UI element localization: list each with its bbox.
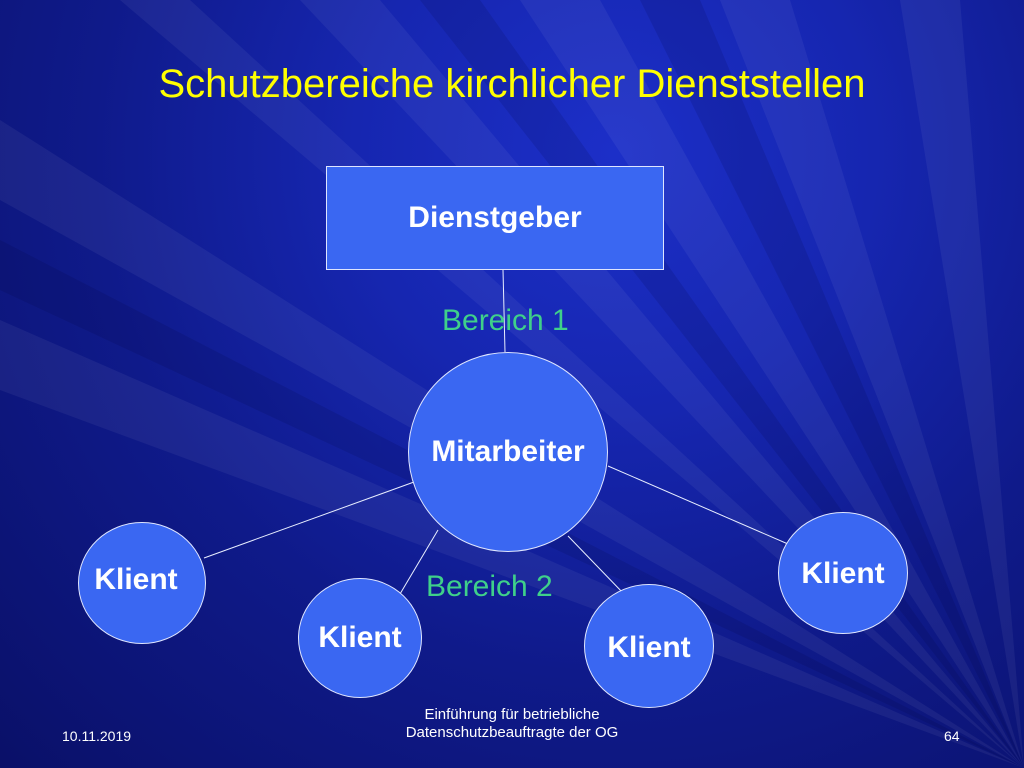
- employee-circle: Mitarbeiter: [408, 352, 608, 552]
- footer-center-text: Einführung für betriebliche Datenschutzb…: [362, 706, 662, 742]
- connector-employee-client-1: [203, 481, 415, 559]
- slide-title: Schutzbereiche kirchlicher Dienststellen: [158, 62, 866, 106]
- employer-label: Dienstgeber: [408, 201, 582, 234]
- connector-employer-employee: [502, 269, 506, 353]
- connector-employee-client-3: [567, 535, 625, 595]
- region-2-label: Bereich 2: [426, 570, 553, 603]
- footer-center-line-1: Einführung für betriebliche: [424, 706, 600, 723]
- client-circle-1: Klient: [78, 522, 206, 644]
- region-1-label: Bereich 1: [442, 304, 569, 337]
- connector-employee-client-4: [607, 465, 789, 545]
- client-circle-3: Klient: [584, 584, 714, 708]
- client-label-2: Klient: [318, 621, 402, 654]
- footer-date: 10.11.2019: [62, 728, 132, 744]
- client-circle-4: Klient: [778, 512, 908, 634]
- client-circle-2: Klient: [298, 578, 422, 698]
- client-label-3: Klient: [607, 631, 691, 664]
- employee-label: Mitarbeiter: [431, 435, 585, 468]
- footer-page-number: 64: [944, 728, 960, 744]
- connector-employee-client-2: [399, 529, 439, 595]
- employer-box: Dienstgeber: [326, 166, 664, 270]
- client-label-1: Klient: [94, 563, 178, 596]
- client-label-4: Klient: [801, 557, 885, 590]
- footer-center-line-2: Datenschutzbeauftragte der OG: [405, 724, 619, 741]
